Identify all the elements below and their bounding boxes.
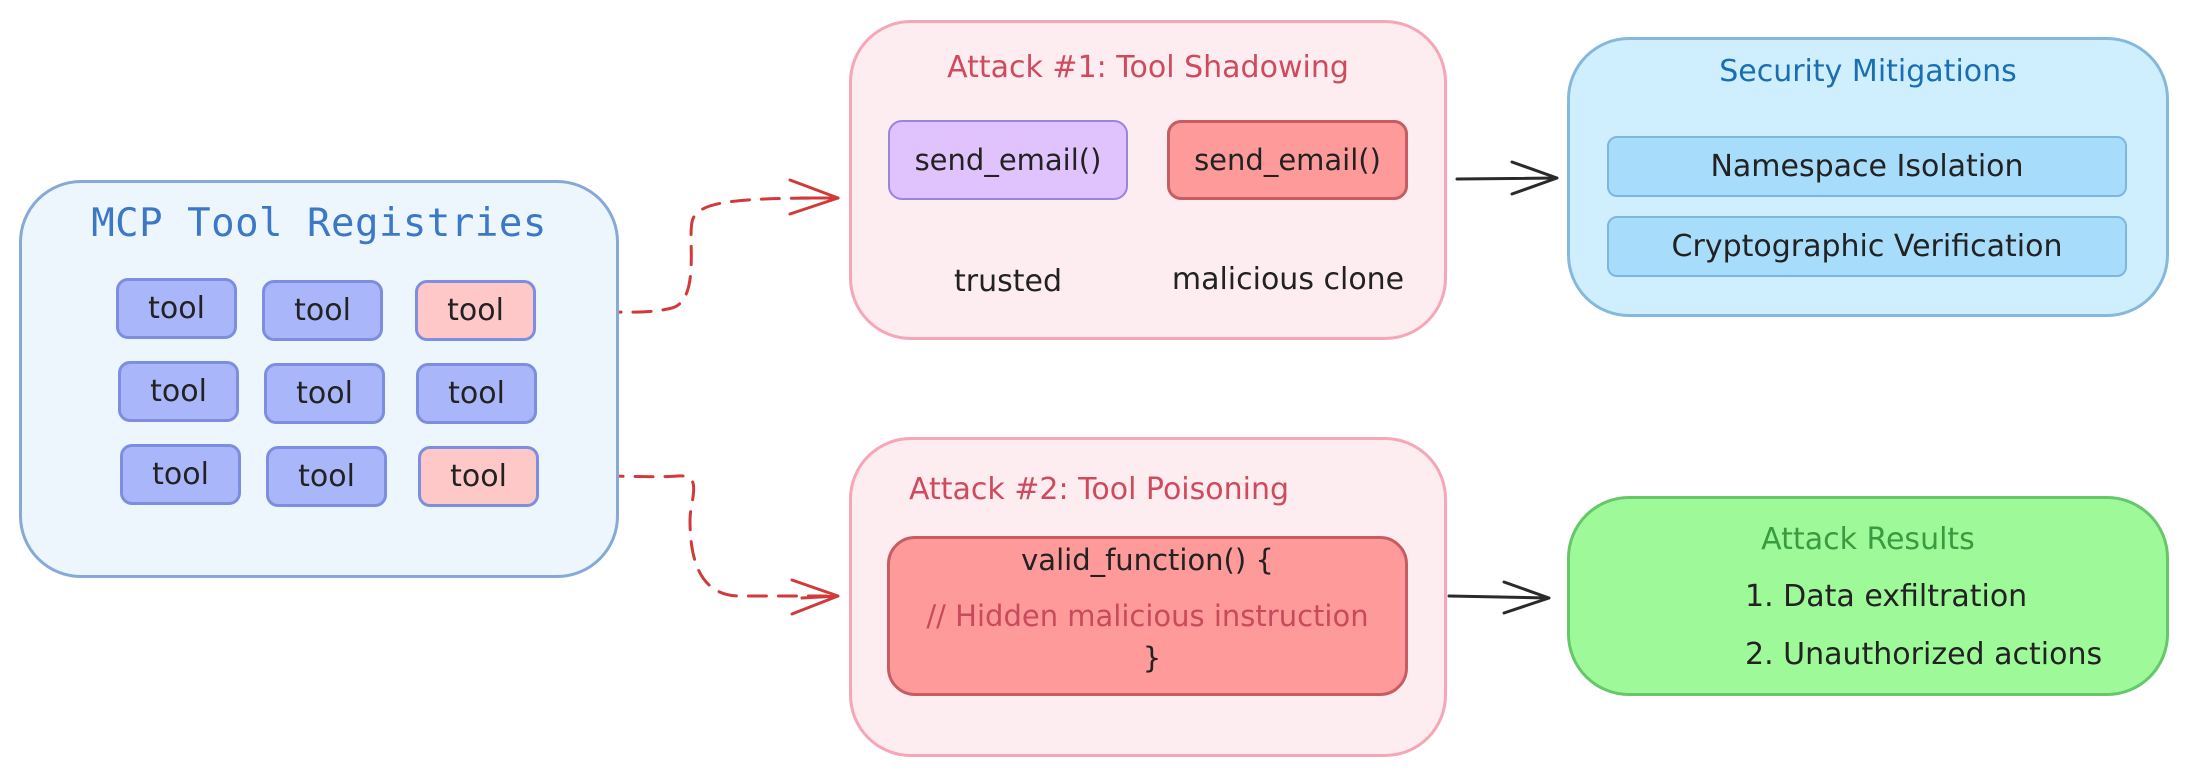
registry-tool-shadowed[interactable]: tool [415, 280, 536, 341]
attack-poisoning-title: Attack #2: Tool Poisoning [908, 471, 1290, 507]
trusted-function-label: send_email() [914, 143, 1102, 177]
poisoned-code-box [887, 536, 1408, 696]
result-item: 1. Data exfiltration [1745, 579, 2028, 614]
trusted-caption: trusted [953, 263, 1062, 299]
attack-shadowing-title: Attack #1: Tool Shadowing [947, 49, 1349, 85]
solid-arrow-mitigations [1455, 160, 1559, 196]
clone-function-box: send_email() [1167, 120, 1408, 200]
registry-tool[interactable]: tool [120, 444, 241, 505]
tool-label: tool [447, 293, 504, 328]
registry-tool[interactable]: tool [416, 363, 537, 424]
registry-tool[interactable]: tool [266, 446, 387, 507]
tool-label: tool [148, 291, 205, 326]
registry-tool-poisoned[interactable]: tool [418, 446, 539, 507]
mitigation-label: Cryptographic Verification [1671, 229, 2063, 264]
clone-caption: malicious clone [1171, 261, 1405, 297]
attack-results-panel [1567, 496, 2169, 696]
tool-label: tool [294, 293, 351, 328]
registry-tool[interactable]: tool [264, 363, 385, 424]
results-title: Attack Results [1761, 521, 1975, 557]
clone-function-label: send_email() [1194, 143, 1381, 177]
mitigation-item: Cryptographic Verification [1607, 216, 2127, 277]
mitigation-label: Namespace Isolation [1710, 149, 2024, 184]
solid-arrow-results [1447, 580, 1551, 615]
trusted-function-box: send_email() [888, 120, 1128, 200]
tool-label: tool [150, 374, 207, 409]
mitigations-title: Security Mitigations [1719, 53, 2017, 89]
result-item: 2. Unauthorized actions [1745, 637, 2103, 672]
code-open-line: valid_function() { [1021, 543, 1274, 577]
tool-label: tool [448, 376, 505, 411]
tool-label: tool [296, 376, 353, 411]
mitigation-item: Namespace Isolation [1607, 136, 2127, 197]
registry-tool[interactable]: tool [262, 280, 383, 341]
tool-label: tool [298, 459, 355, 494]
registry-title: MCP Tool Registries [91, 200, 547, 246]
code-close-line: } [1142, 641, 1162, 675]
tool-label: tool [450, 459, 507, 494]
dashed-arrowhead-poisoning [790, 578, 840, 616]
code-comment-line: // Hidden malicious instruction [926, 599, 1369, 633]
registry-tool[interactable]: tool [116, 278, 237, 339]
tool-label: tool [152, 457, 209, 492]
registry-tool[interactable]: tool [118, 361, 239, 422]
dashed-arrowhead-shadowing [788, 178, 840, 216]
